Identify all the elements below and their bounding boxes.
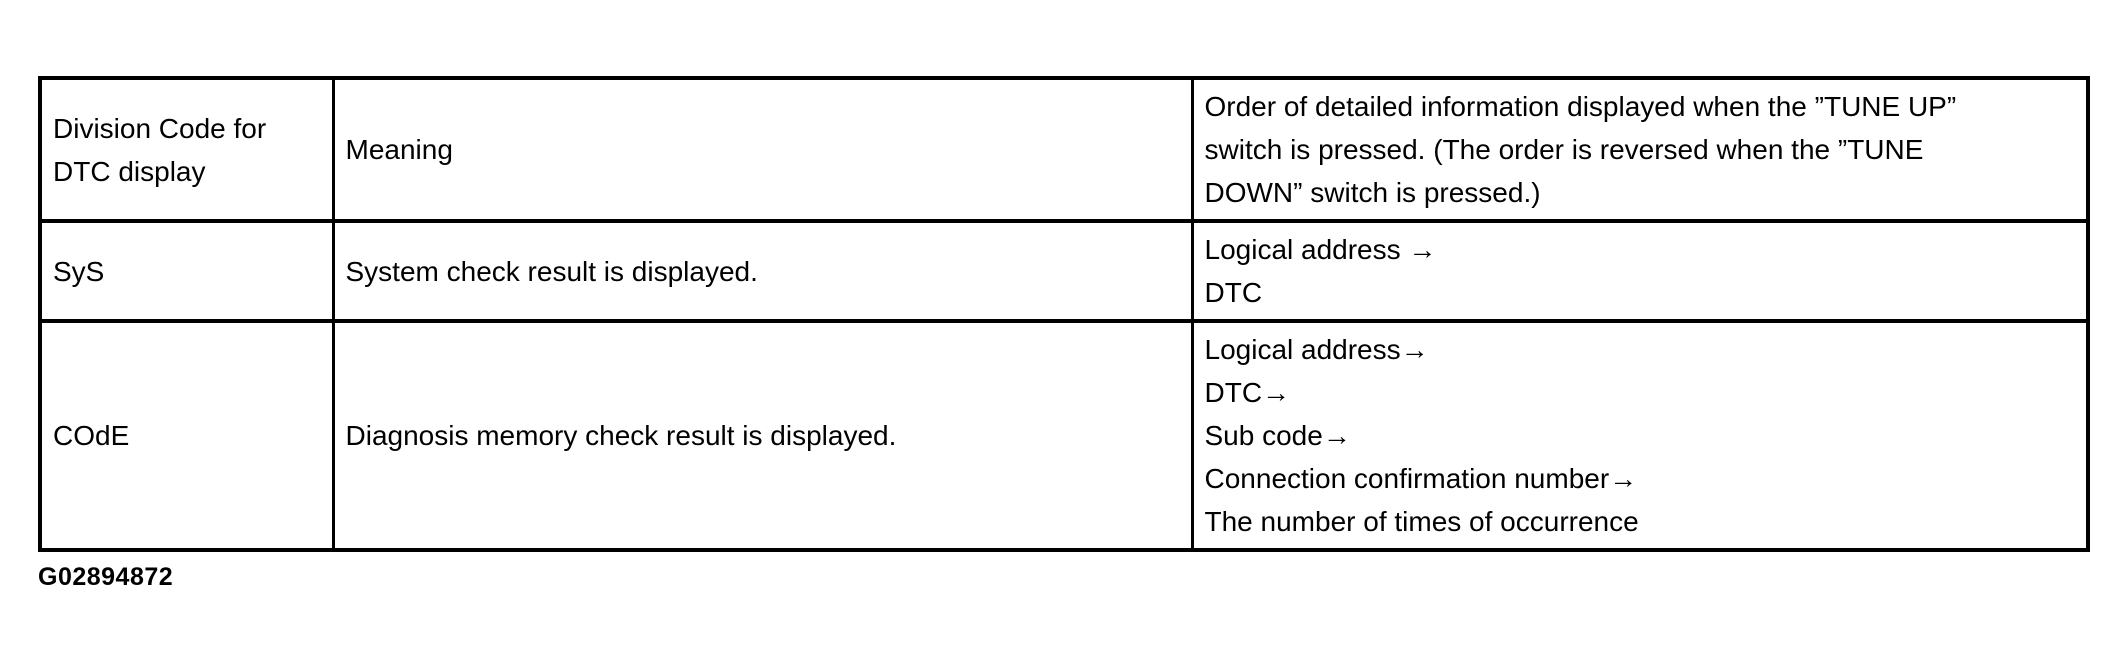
sys-meaning-text: System check result is displayed. [345, 255, 758, 287]
code-code-label: COdE [53, 420, 130, 451]
sys-order-line2: DTC [1204, 277, 1263, 308]
code-meaning-cell: Diagnosis memory check result is display… [331, 319, 1194, 552]
header-cell-meaning: Meaning [331, 76, 1194, 223]
header-meaning-label: Meaning [345, 134, 453, 165]
header-order-line2: switch is pressed. (The order is reverse… [1204, 134, 1924, 165]
header-cell-division-code: Division Code for DTC display [38, 76, 335, 223]
sys-code-label: SyS [53, 255, 105, 287]
header-order-line3: DOWN” switch is pressed.) [1204, 177, 1541, 208]
header-division-code-line2: DTC display [53, 155, 206, 187]
sys-code-cell: SyS [38, 219, 335, 323]
figure-id: G02894872 [38, 563, 174, 591]
sys-order-line1: Logical address → [1204, 234, 1437, 265]
sys-meaning-cell: System check result is displayed. [331, 219, 1194, 323]
code-order-cell: Logical address→ DTC→ Sub code→ Connecti… [1190, 319, 2090, 552]
header-division-code-line1: Division Code for [53, 112, 267, 144]
dtc-division-code-table: Division Code for DTC display Meaning Or… [38, 76, 2090, 552]
sys-order-cell: Logical address → DTC [1190, 219, 2090, 323]
header-cell-order: Order of detailed information displayed … [1190, 76, 2090, 223]
code-order-line2: DTC→ [1204, 377, 1291, 408]
code-order-line3: Sub code→ [1204, 420, 1351, 451]
code-order-line1: Logical address→ [1204, 334, 1429, 365]
header-order-line1: Order of detailed information displayed … [1204, 91, 1957, 122]
table-row-sys: SyS System check result is displayed. Lo… [38, 219, 2090, 323]
code-order-line4: Connection confirmation number→ [1204, 463, 1638, 494]
code-order-line5: The number of times of occurrence [1204, 506, 1639, 537]
code-meaning-text: Diagnosis memory check result is display… [345, 420, 897, 451]
table-row-code: COdE Diagnosis memory check result is di… [38, 319, 2090, 552]
table-header-row: Division Code for DTC display Meaning Or… [38, 76, 2090, 223]
code-code-cell: COdE [38, 319, 335, 552]
